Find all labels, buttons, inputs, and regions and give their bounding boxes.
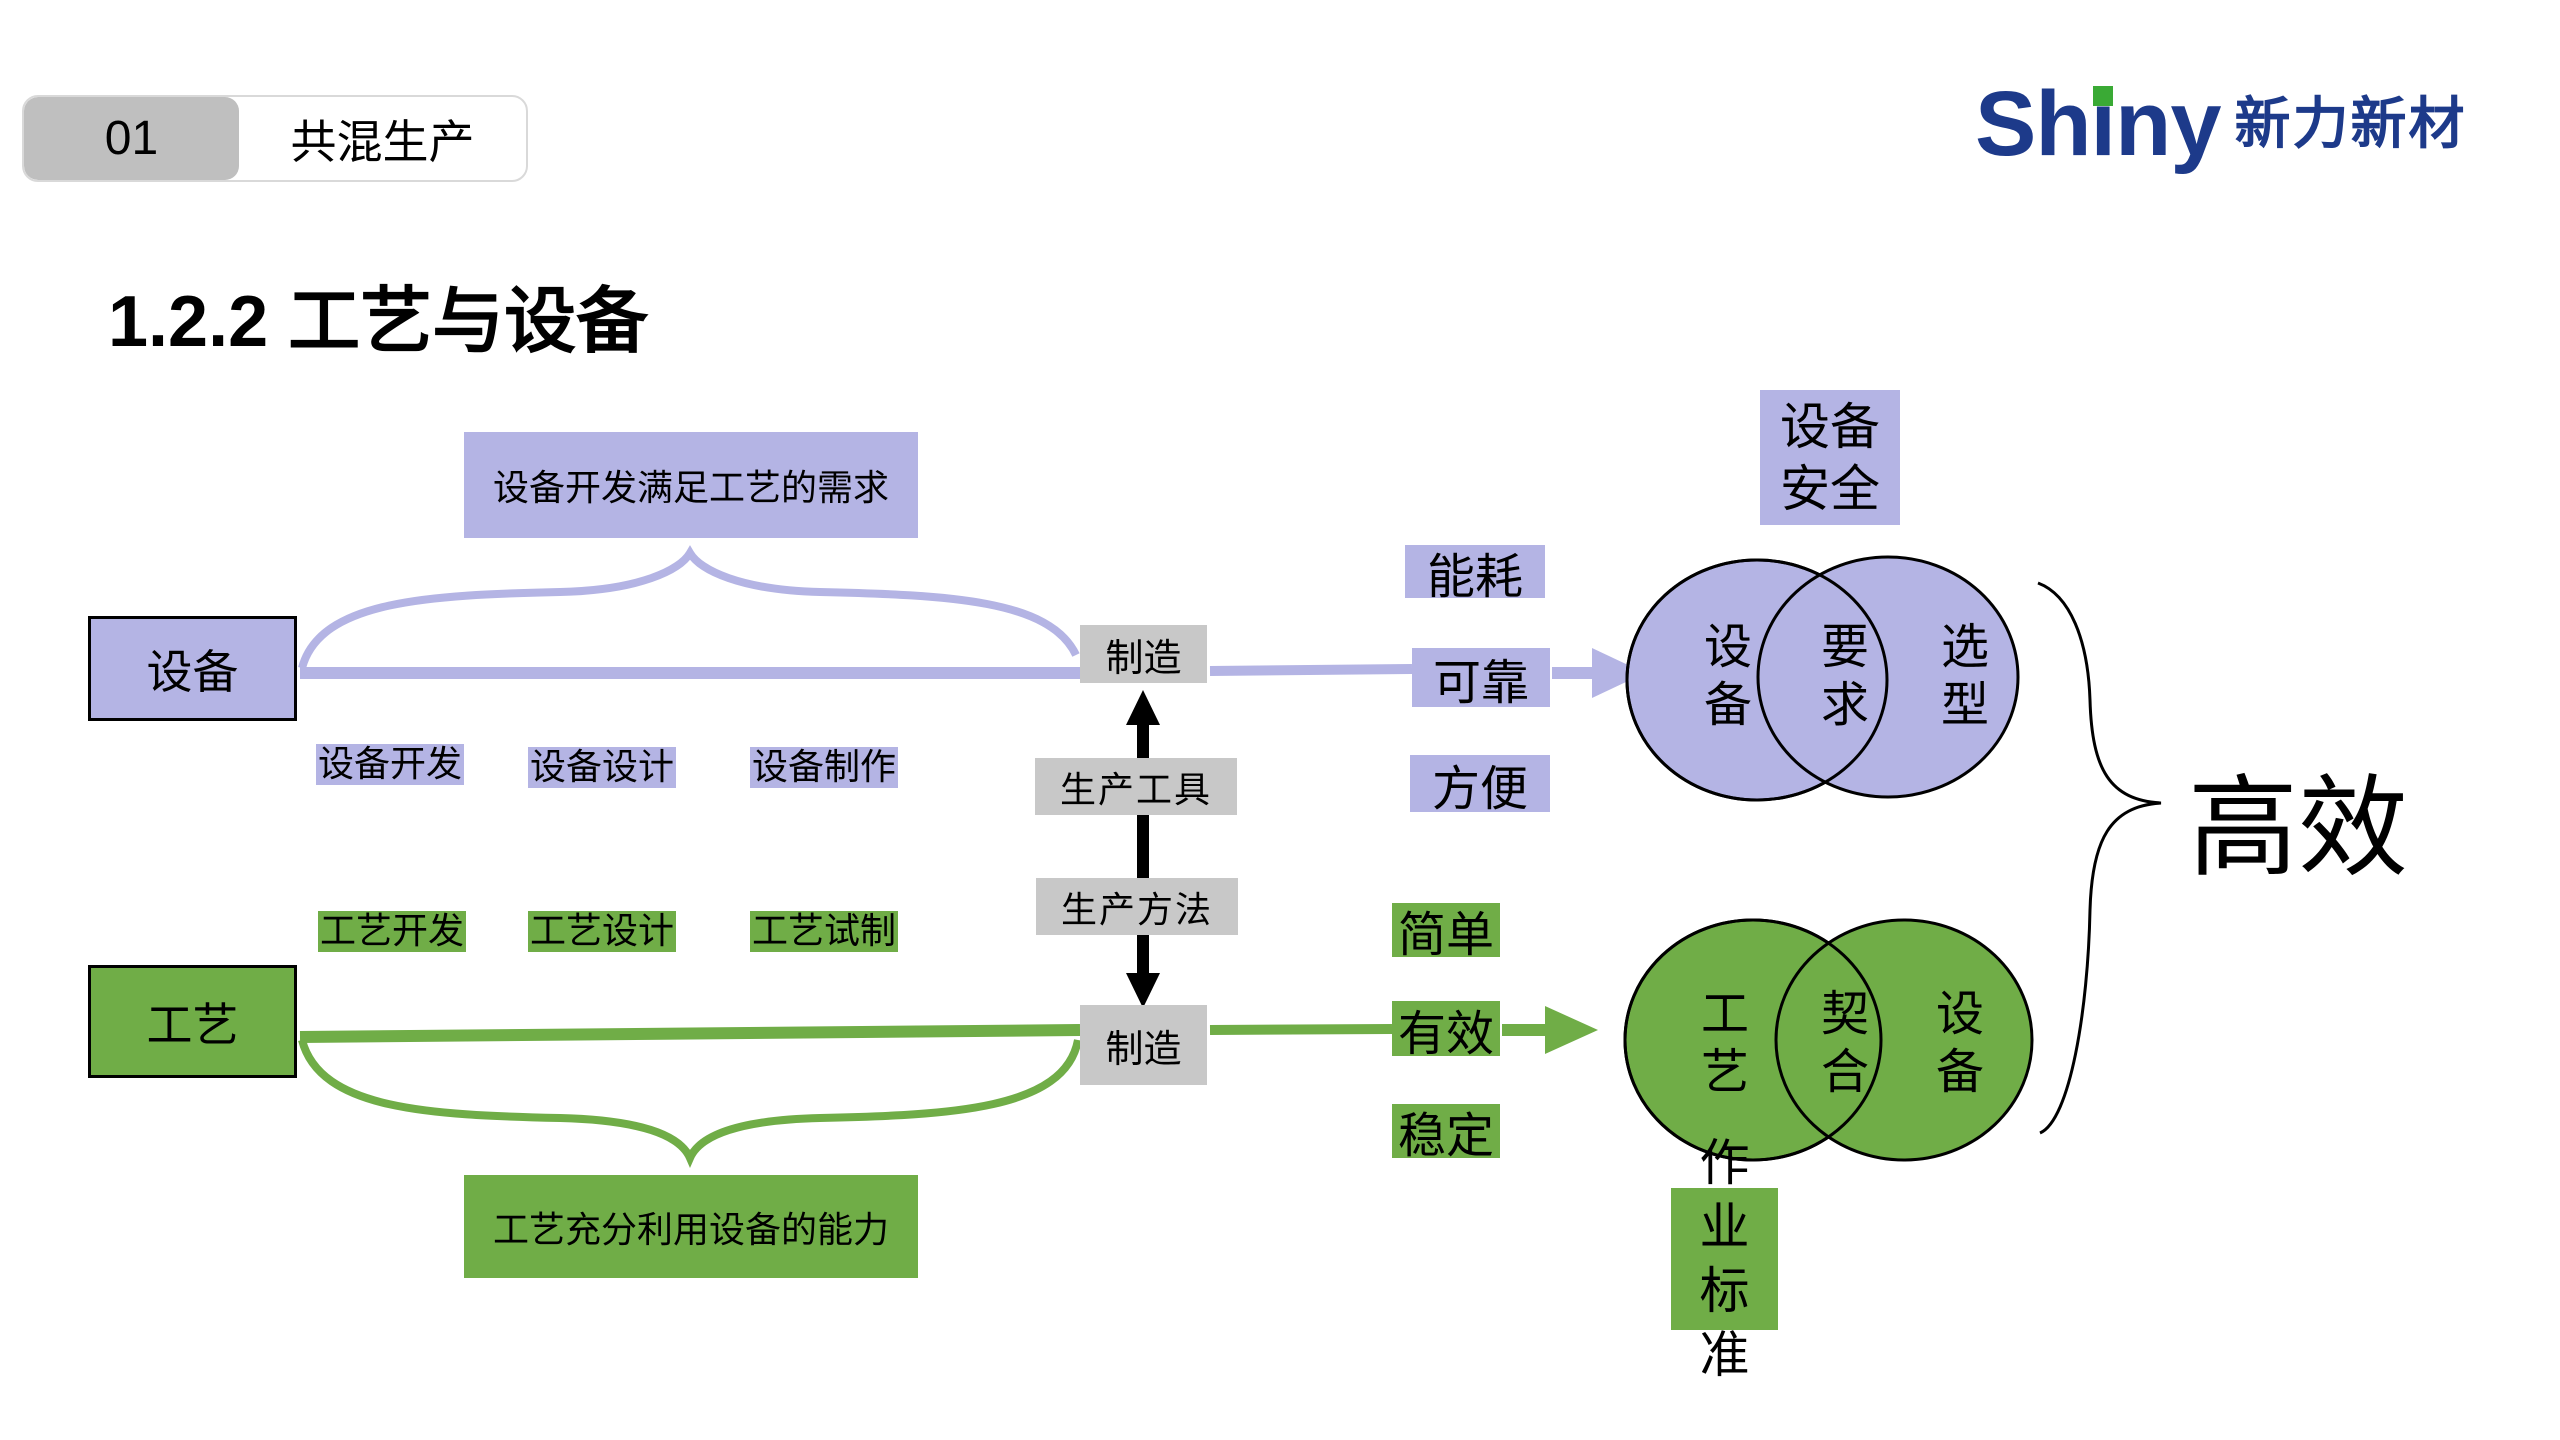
company-logo: Shiny 新力新材 <box>1975 70 2466 170</box>
equipment-attribute-energy: 能耗 <box>1405 545 1545 605</box>
equipment-node: 设备 <box>88 616 297 721</box>
equipment-venn-left-outline <box>1625 558 1889 802</box>
equipment-manufacture-box: 制造 <box>1080 625 1207 683</box>
process-venn-right-label: 设备 <box>1935 986 1984 1100</box>
equipment-step-2: 设备设计 <box>528 747 677 788</box>
process-venn-left-outline <box>1623 918 1883 1162</box>
logo-wordmark: Shiny <box>1975 78 2221 170</box>
equipment-step-1: 设备开发 <box>316 744 465 785</box>
process-attribute-simple: 简单 <box>1392 903 1500 963</box>
equipment-venn-left-label: 设备 <box>1703 619 1752 733</box>
equipment-attribute-convenient: 方便 <box>1410 755 1550 817</box>
equipment-venn-caption: 设备安全 <box>1760 390 1900 525</box>
process-to-attributes-line <box>1209 1024 1393 1035</box>
outcome-label: 高效 <box>2188 764 2408 892</box>
process-venn-center-label: 契合 <box>1820 986 1869 1100</box>
logo-green-dot-icon <box>2093 86 2113 106</box>
process-venn-left-label: 工艺 <box>1700 986 1749 1100</box>
logo-brand-cn: 新力新材 <box>2234 92 2467 157</box>
link-upper-label: 生产工具 <box>1035 758 1237 815</box>
process-connector-line <box>299 1024 1081 1043</box>
process-attribute-effective: 有效 <box>1392 1001 1500 1062</box>
process-step-3: 工艺试制 <box>750 911 899 952</box>
equipment-venn-center-label: 要求 <box>1820 619 1869 733</box>
equipment-venn-right-label: 选型 <box>1940 619 1989 733</box>
process-brace <box>298 1038 1082 1169</box>
process-arrow-head <box>1545 1006 1598 1054</box>
process-attribute-stable: 稳定 <box>1392 1104 1500 1164</box>
link-arrow-up-head <box>1126 690 1160 725</box>
link-arrow-down-head <box>1126 973 1160 1008</box>
section-tab[interactable]: 01 共混生产 <box>22 95 528 182</box>
section-number: 01 <box>24 97 239 180</box>
process-callout: 工艺充分利用设备的能力 <box>464 1175 918 1278</box>
process-venn-caption: 作业标准 <box>1671 1134 1778 1384</box>
process-manufacture-box: 制造 <box>1080 1005 1207 1085</box>
equipment-step-3: 设备制作 <box>750 747 899 788</box>
process-step-1: 工艺开发 <box>318 911 467 952</box>
outcome-brace <box>2037 581 2162 1135</box>
equipment-to-attributes-line <box>1209 664 1413 676</box>
section-label: 共混生产 <box>290 114 475 169</box>
equipment-brace <box>298 545 1080 670</box>
page-title: 1.2.2 工艺与设备 <box>108 282 649 362</box>
equipment-attribute-reliable: 可靠 <box>1412 648 1550 711</box>
process-node: 工艺 <box>88 965 297 1078</box>
equipment-arrow-head <box>1592 648 1645 698</box>
link-lower-label: 生产方法 <box>1036 878 1238 935</box>
equipment-callout: 设备开发满足工艺的需求 <box>464 432 918 538</box>
process-venn-right-circle <box>1774 918 2034 1162</box>
process-step-2: 工艺设计 <box>528 911 677 952</box>
